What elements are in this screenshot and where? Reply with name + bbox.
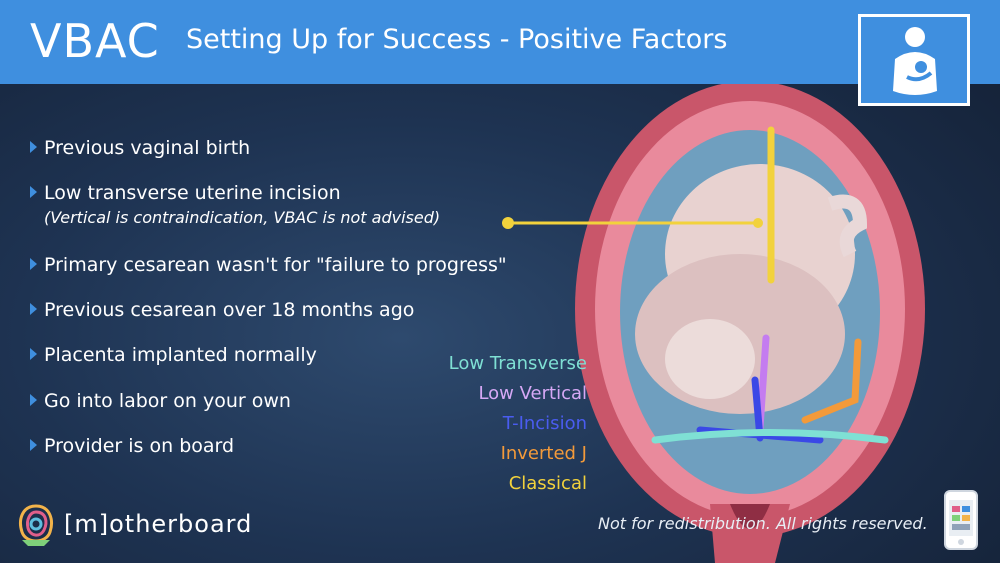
- legend-t-incision: T-Incision: [502, 413, 587, 434]
- page-title: VBAC: [30, 14, 160, 68]
- bullet-arrow-icon: [30, 439, 37, 451]
- bullet-arrow-icon: [30, 394, 37, 406]
- bullet-arrow-icon: [30, 141, 37, 153]
- brand-name: [m]otherboard: [64, 510, 253, 538]
- bullet-arrow-icon: [30, 186, 37, 198]
- bullet-arrow-icon: [30, 348, 37, 360]
- bullet-arrow-icon: [30, 258, 37, 270]
- legend-inverted-j: Inverted J: [500, 443, 587, 464]
- header-bar: VBAC Setting Up for Success - Positive F…: [0, 0, 1000, 84]
- legend-classical: Classical: [508, 473, 587, 494]
- mobile-app-icon: [944, 490, 978, 550]
- legend-low-vertical: Low Vertical: [478, 383, 587, 404]
- motherboard-logo-icon: [19, 504, 53, 546]
- copyright-notice: Not for redistribution. All rights reser…: [598, 514, 928, 533]
- page-subtitle: Setting Up for Success - Positive Factor…: [186, 24, 728, 55]
- connector-dot-right: [753, 218, 763, 228]
- low-transverse-incision-line: [651, 429, 889, 444]
- breastfeeding-mother-icon: [858, 14, 970, 106]
- connector-dot-left: [502, 217, 514, 229]
- uterus-illustration: [575, 84, 925, 563]
- inverted-j-incision-line: [801, 338, 862, 424]
- factor-note: (Vertical is contraindication, VBAC is n…: [44, 208, 441, 227]
- legend-low-transverse: Low Transverse: [448, 353, 587, 374]
- bullet-arrow-icon: [30, 303, 37, 315]
